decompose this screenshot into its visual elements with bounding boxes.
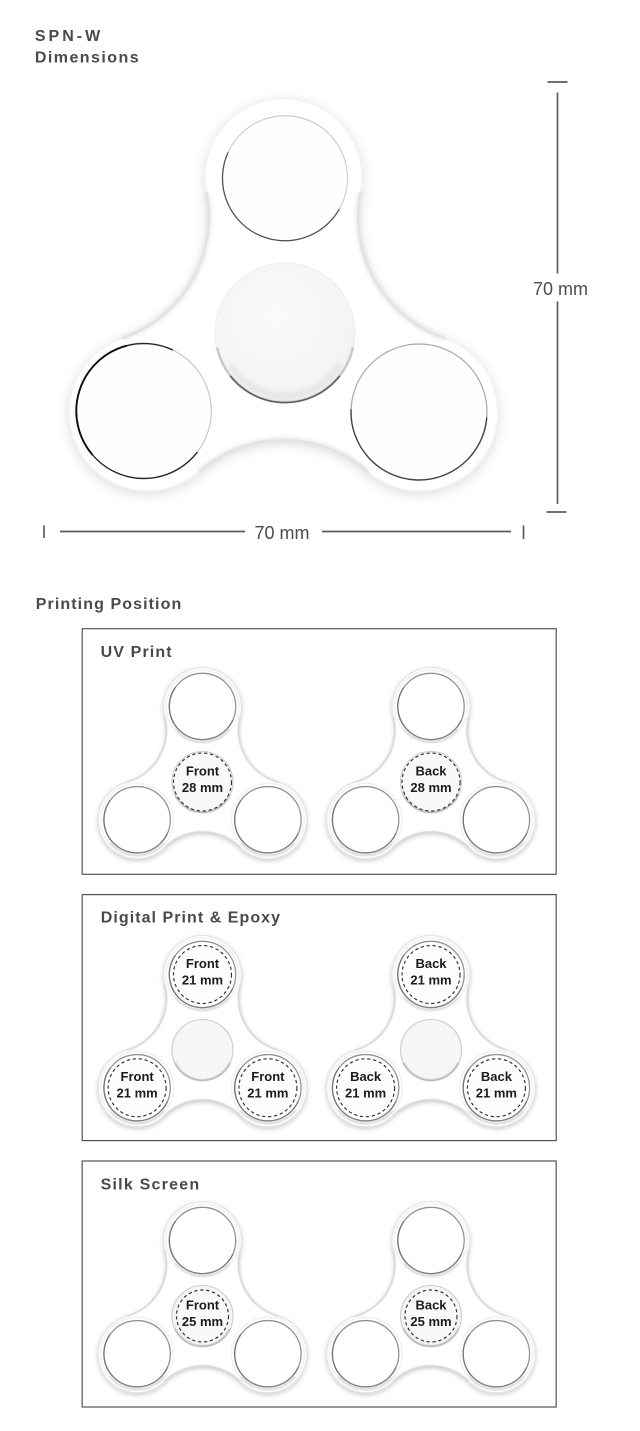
svg-text:21 mm: 21 mm [345, 1086, 386, 1101]
svg-text:Back: Back [481, 1069, 513, 1084]
svg-text:Back: Back [350, 1069, 382, 1084]
svg-text:SPN-W: SPN-W [35, 28, 101, 45]
svg-text:Digital Print & Epoxy: Digital Print & Epoxy [101, 909, 280, 926]
svg-text:Front: Front [121, 1069, 155, 1084]
svg-text:Back: Back [415, 1297, 447, 1312]
svg-text:25 mm: 25 mm [410, 1314, 451, 1329]
svg-text:25 mm: 25 mm [182, 1314, 223, 1329]
svg-text:21 mm: 21 mm [247, 1086, 288, 1101]
svg-text:Back: Back [415, 956, 447, 971]
svg-text:Silk Screen: Silk Screen [101, 1177, 200, 1194]
svg-text:21 mm: 21 mm [182, 972, 223, 987]
svg-text:Dimensions: Dimensions [35, 49, 139, 66]
svg-text:70 mm: 70 mm [254, 523, 309, 543]
svg-text:70 mm: 70 mm [533, 279, 588, 299]
svg-text:Front: Front [251, 1069, 285, 1084]
svg-text:Front: Front [186, 1297, 220, 1312]
svg-text:21 mm: 21 mm [476, 1086, 517, 1101]
svg-text:21 mm: 21 mm [117, 1086, 158, 1101]
svg-text:28 mm: 28 mm [410, 780, 451, 795]
svg-text:Back: Back [415, 763, 447, 778]
svg-text:Front: Front [186, 763, 220, 778]
svg-text:28 mm: 28 mm [182, 780, 223, 795]
svg-text:UV Print: UV Print [101, 644, 173, 661]
svg-text:Front: Front [186, 956, 220, 971]
svg-text:21 mm: 21 mm [410, 972, 451, 987]
svg-text:Printing Position: Printing Position [36, 596, 182, 613]
